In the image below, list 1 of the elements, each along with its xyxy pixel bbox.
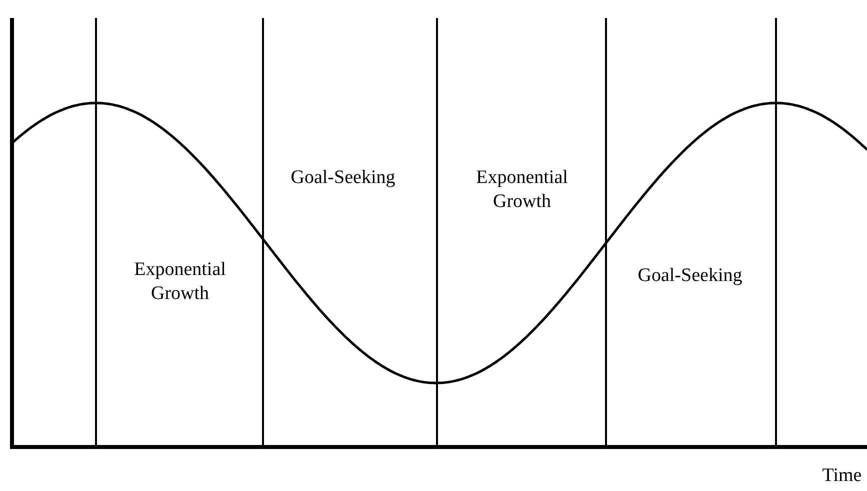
axis-label: Time: [821, 464, 863, 488]
